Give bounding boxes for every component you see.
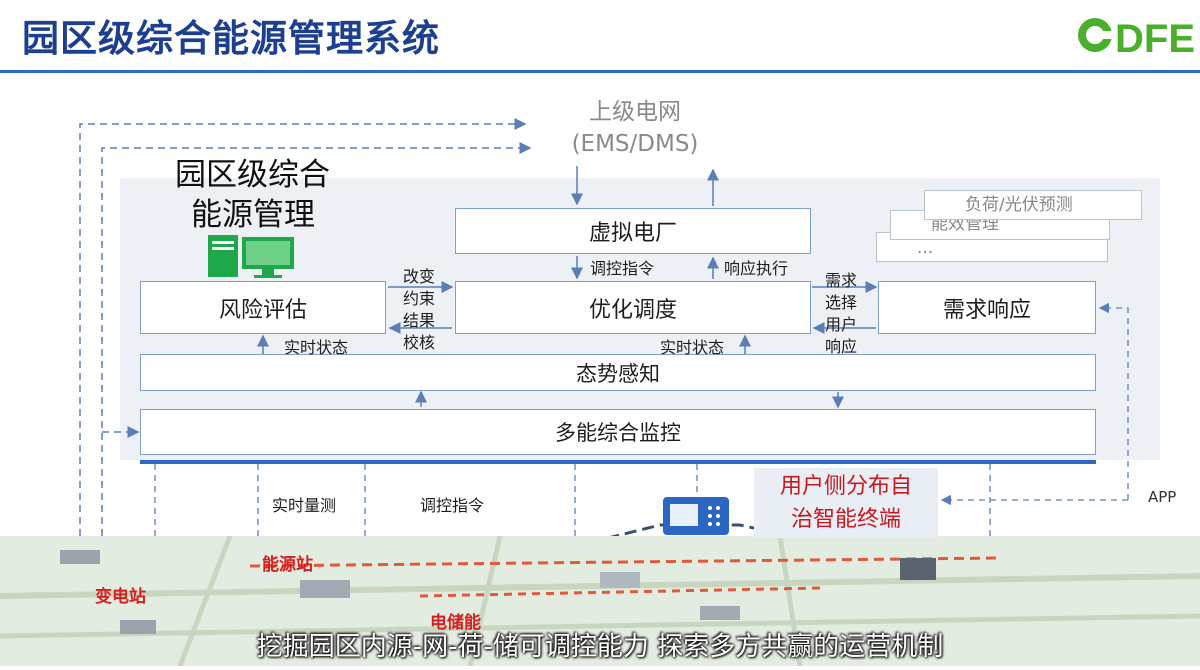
app-label: APP [1148, 488, 1177, 506]
stack-item-1: 负荷/光伏预测 [924, 190, 1142, 220]
upper-grid-label: 上级电网 (EMS/DMS) [540, 96, 730, 160]
user-terminal-line1: 用户侧分布自 [779, 474, 912, 499]
virtual-power-plant-box: 虚拟电厂 [455, 208, 811, 254]
substation-label: 变电站 [95, 587, 146, 607]
map-roads [0, 535, 1200, 667]
control-cmd-bottom-label: 调控指令 [420, 496, 485, 515]
demand-select-line1: 需求 [824, 271, 857, 290]
user-resp-line2: 响应 [824, 337, 857, 356]
demand-select-line2: 选择 [824, 293, 857, 312]
user-response-label: 用户 响应 [824, 314, 858, 358]
logo-text: DFE [1115, 17, 1195, 61]
user-resp-line1: 用户 [824, 315, 857, 334]
realtime-measure-label: 实时量测 [272, 496, 337, 515]
optimization-box: 优化调度 [455, 281, 811, 334]
user-terminal-line2: 治智能终端 [790, 507, 901, 532]
title-divider [0, 70, 1200, 73]
dfe-logo: DFE [1075, 5, 1200, 63]
situation-awareness-box: 态势感知 [140, 354, 1096, 391]
video-subtitle: 挖掘园区内源-网-荷-储可调控能力 探索多方共赢的运营机制 [256, 632, 944, 662]
storage-label: 电储能 [430, 613, 481, 633]
control-cmd-top-label: 调控指令 [590, 259, 655, 278]
terminal-device-icon [662, 496, 730, 536]
risk-assessment-box: 风险评估 [140, 281, 386, 334]
user-terminal-label: 用户侧分布自 治智能终端 [754, 468, 938, 538]
risk-optimize-labels: 改变 约束 结果 校核 [402, 266, 436, 354]
park-title-line1: 园区级综合 [175, 157, 330, 193]
park-map-illustration [0, 535, 1200, 667]
upper-grid-line1: 上级电网 [589, 99, 681, 125]
slide-title: 园区级综合能源管理系统 [22, 17, 440, 60]
response-exec-label: 响应执行 [724, 259, 789, 278]
result-label: 结果 [402, 311, 435, 330]
realtime-left-label: 实时状态 [284, 338, 349, 357]
upper-grid-line2: (EMS/DMS) [571, 131, 699, 157]
park-system-title: 园区级综合 能源管理 [175, 155, 355, 235]
demand-response-box: 需求响应 [878, 281, 1096, 334]
energy-station-label: 能源站 [262, 555, 313, 575]
computer-icon [206, 233, 298, 279]
realtime-mid-label: 实时状态 [660, 338, 725, 357]
park-title-line2: 能源管理 [191, 197, 315, 233]
demand-select-label: 需求 选择 [824, 270, 858, 314]
multi-energy-monitor-box: 多能综合监控 [140, 409, 1096, 455]
verify-label: 校核 [402, 333, 435, 352]
constraint-label: 约束 [402, 289, 435, 308]
change-label: 改变 [402, 267, 435, 286]
